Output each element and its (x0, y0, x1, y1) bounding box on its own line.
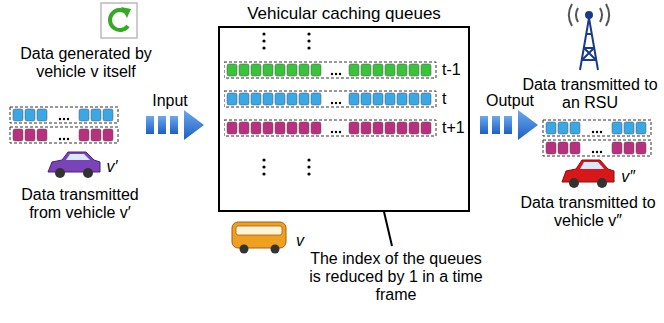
rsu-tower (569, 4, 609, 70)
car-icon (562, 160, 614, 188)
queue-index: t-1 (442, 61, 461, 79)
queue-index: t+1 (442, 119, 465, 137)
note-text: Data transmitted from vehicle v′ (5, 186, 155, 222)
note-text: Data generated by vehicle v itself (6, 45, 166, 81)
queue-index: t (442, 90, 446, 108)
queue-row: t (224, 87, 468, 111)
arrow-label: Input (140, 92, 200, 110)
callout-note: The index of the queues is reduced by 1 … (306, 250, 486, 304)
arrow-label: Output (475, 92, 545, 110)
car-icon (48, 152, 100, 178)
note-text: Data transmitted to an RSU (520, 76, 660, 112)
ellipsis-dots (220, 28, 468, 210)
queue-container: t-1tt+1Vehicular caching queues (218, 26, 470, 212)
output-arrow (480, 110, 538, 140)
container-title: Vehicular caching queues (247, 4, 441, 24)
queue-row: t-1 (224, 58, 468, 82)
queue-row: t+1 (224, 116, 468, 140)
bus-icon (232, 222, 286, 254)
note-text: Data transmitted to vehicle v″ (518, 194, 658, 230)
data-packets (543, 120, 651, 156)
vehicle-name: v (288, 232, 312, 250)
queue-cells (224, 58, 446, 82)
vehicle-name: v′ (97, 158, 127, 176)
queue-cells (224, 116, 446, 140)
data-packets (10, 107, 118, 143)
queue-cells (224, 87, 446, 111)
recycle-icon (101, 3, 137, 38)
vehicle-name: v″ (613, 168, 643, 186)
input-arrow (146, 110, 204, 140)
